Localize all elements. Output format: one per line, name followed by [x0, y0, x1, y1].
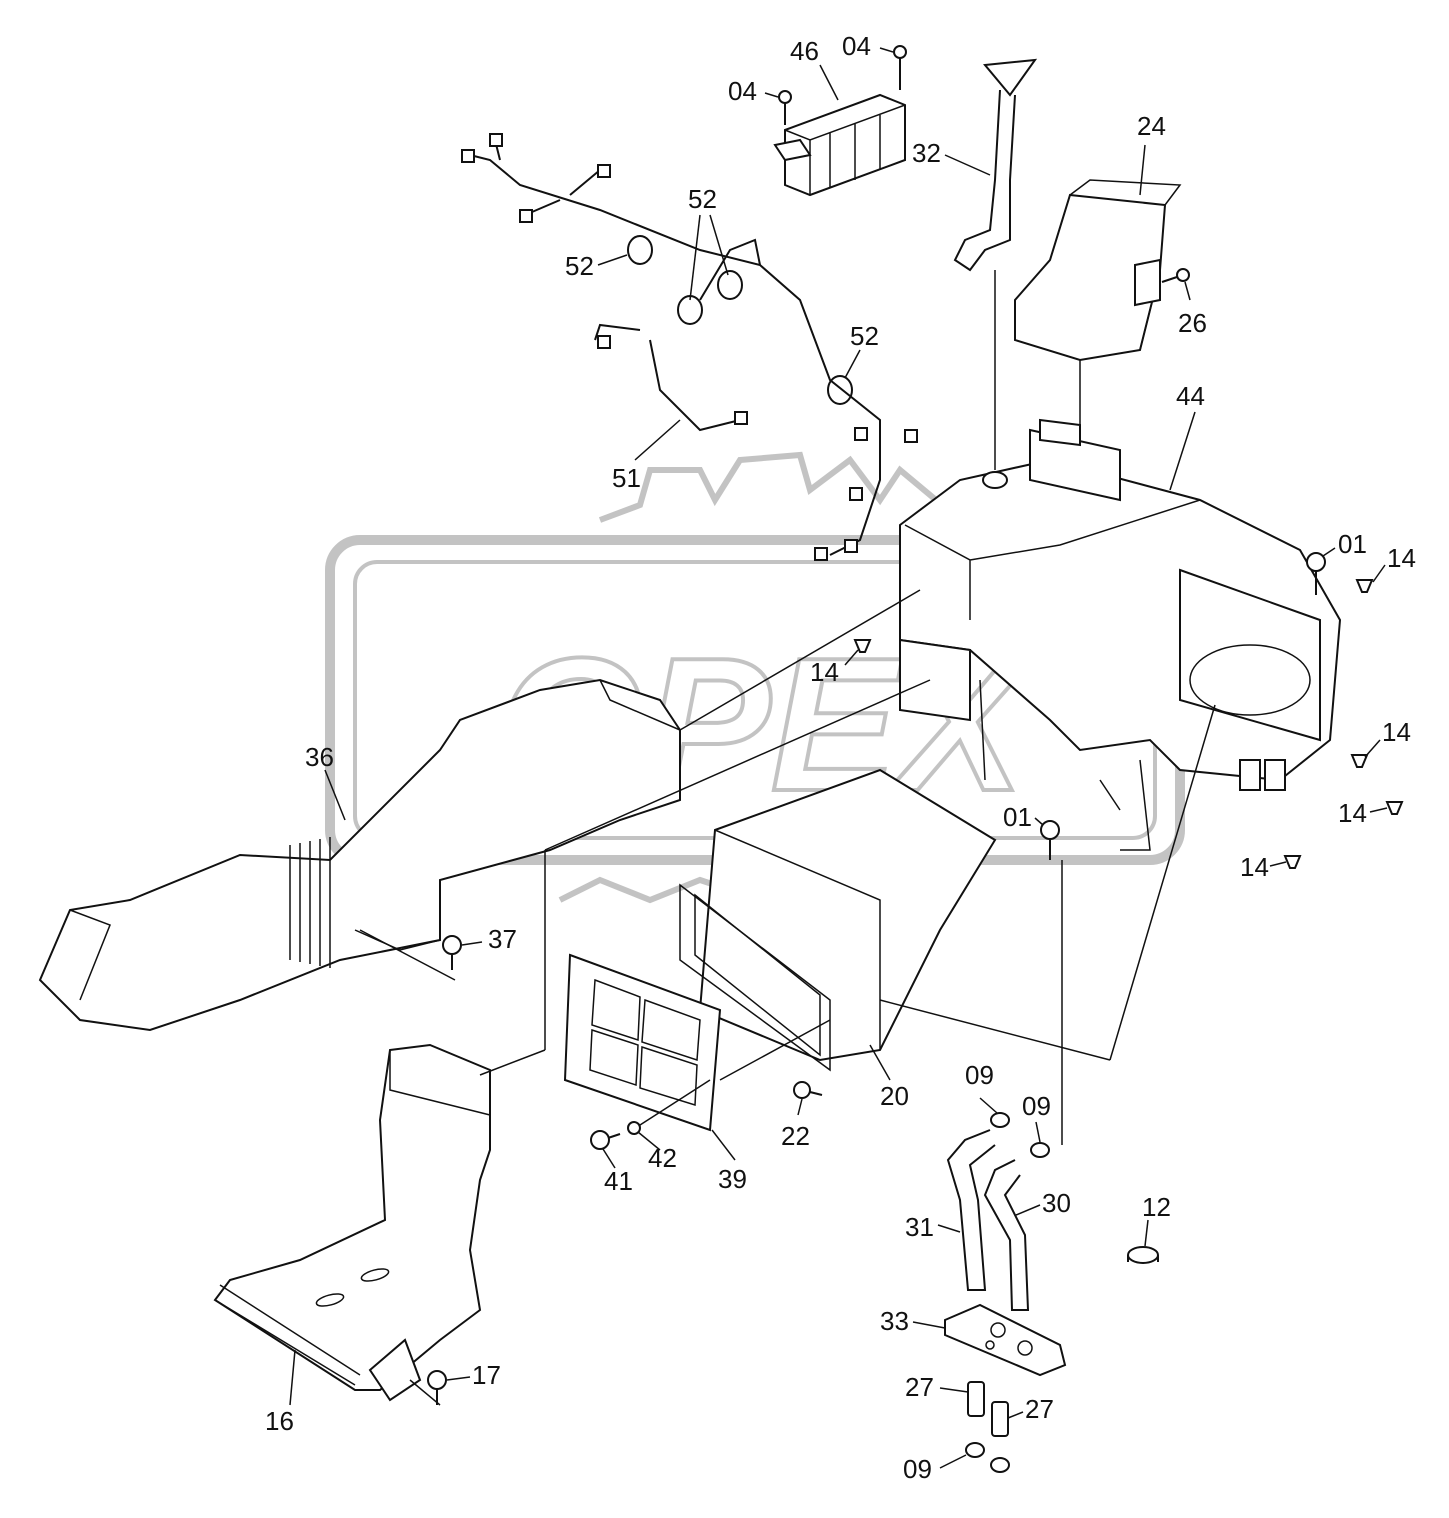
- label-41: 41: [604, 1166, 633, 1196]
- label-09-a: 09: [965, 1060, 994, 1090]
- hose-30: [983, 1159, 1030, 1311]
- label-36: 36: [305, 742, 334, 772]
- label-22: 22: [781, 1121, 810, 1151]
- label-14-e: 14: [1240, 852, 1269, 882]
- part-46-relay-box: [773, 93, 906, 197]
- label-26: 26: [1178, 308, 1207, 338]
- clamp-09-a: [990, 1112, 1010, 1128]
- part-16-floor-duct: [213, 1043, 491, 1402]
- label-14-d: 14: [1338, 798, 1367, 828]
- label-46: 46: [790, 36, 819, 66]
- label-39: 39: [718, 1164, 747, 1194]
- callout-pointers: [289, 47, 1388, 1469]
- label-24: 24: [1137, 111, 1166, 141]
- plug-14-e: [1283, 855, 1302, 869]
- label-44: 44: [1176, 381, 1205, 411]
- label-37: 37: [488, 924, 517, 954]
- label-01-b: 01: [1003, 802, 1032, 832]
- label-04-b: 04: [842, 31, 871, 61]
- screw-26: [1161, 268, 1190, 283]
- screw-04-b: [893, 45, 907, 90]
- label-31: 31: [905, 1212, 934, 1242]
- label-32: 32: [912, 138, 941, 168]
- label-52-b: 52: [565, 251, 594, 281]
- clip-52-d: [827, 375, 853, 405]
- part-24-duct: [1014, 179, 1182, 362]
- part-32-drain-hose: [953, 58, 1038, 272]
- label-09-b: 09: [1022, 1091, 1051, 1121]
- label-33: 33: [880, 1306, 909, 1336]
- hose-31: [946, 1129, 996, 1291]
- bolt-17: [427, 1370, 447, 1405]
- label-16: 16: [265, 1406, 294, 1436]
- label-14-a: 14: [1387, 543, 1416, 573]
- label-04-a: 04: [728, 76, 757, 106]
- part-20-filter-case: [679, 768, 997, 1072]
- bolt-37: [442, 935, 462, 970]
- pipe-27-a: [967, 1381, 985, 1417]
- label-27-b: 27: [1025, 1394, 1054, 1424]
- part-51-wire-harness: [461, 133, 918, 561]
- plug-14-a: [853, 639, 872, 653]
- clip-52-a: [627, 235, 653, 265]
- label-51: 51: [612, 463, 641, 493]
- cap-12: [1127, 1246, 1159, 1264]
- part-39-filter: [563, 953, 722, 1132]
- label-52-a: 52: [688, 184, 717, 214]
- part-36-duct: [38, 678, 681, 1032]
- screw-22: [793, 1081, 823, 1099]
- screw-04-a: [778, 90, 792, 125]
- label-12: 12: [1142, 1192, 1171, 1222]
- label-17: 17: [472, 1360, 501, 1390]
- pipe-27-b: [991, 1401, 1009, 1437]
- clamp-09-c: [965, 1442, 1010, 1473]
- label-09-c: 09: [903, 1454, 932, 1484]
- label-52-c: 52: [850, 321, 879, 351]
- label-01-a: 01: [1338, 529, 1367, 559]
- part-44-heater-unit: [899, 418, 1342, 851]
- bolt-01-a: [1306, 552, 1326, 595]
- clamp-09-b: [1030, 1142, 1050, 1158]
- label-27-a: 27: [905, 1372, 934, 1402]
- plug-14-c: [1350, 754, 1369, 768]
- knob-41: [590, 1130, 621, 1150]
- leader-lines: [359, 270, 1216, 1406]
- clip-52-b: [677, 295, 703, 325]
- part-labels: 46 04 04 32 24 26 52 52 52 44 51 01 14 1…: [265, 31, 1416, 1484]
- washer-42: [627, 1121, 641, 1135]
- plug-14-d: [1385, 801, 1404, 815]
- plate-33: [944, 1303, 1067, 1377]
- label-14-b: 14: [810, 657, 839, 687]
- clip-52-c: [717, 270, 743, 300]
- label-20: 20: [880, 1081, 909, 1111]
- bolt-01-b: [1040, 820, 1060, 860]
- label-14-c: 14: [1382, 717, 1411, 747]
- label-30: 30: [1042, 1188, 1071, 1218]
- label-42: 42: [648, 1143, 677, 1173]
- plug-14-b: [1355, 579, 1374, 593]
